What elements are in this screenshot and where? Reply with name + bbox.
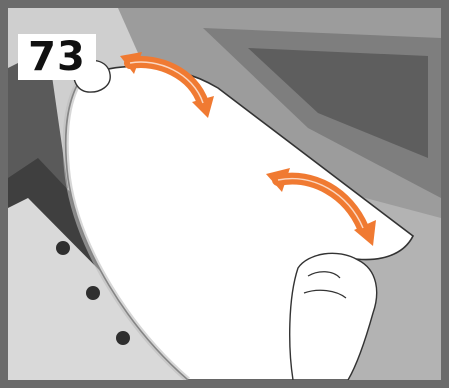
step-number: 73 xyxy=(28,34,86,80)
roller xyxy=(86,286,100,300)
roller xyxy=(56,241,70,255)
roller xyxy=(116,331,130,345)
step-number-badge: 73 xyxy=(18,34,96,80)
